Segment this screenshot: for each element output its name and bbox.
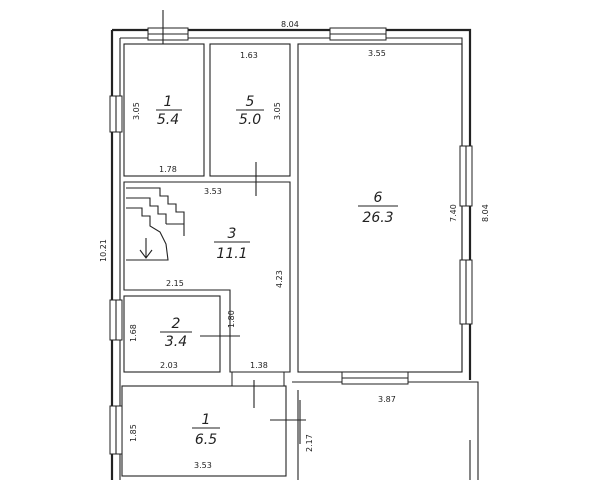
room-5-number: 5 — [246, 94, 255, 110]
dim-room3-bottom: 2.15 — [166, 279, 184, 288]
dim-door-width: 1.38 — [250, 361, 268, 370]
dim-overall-width: 8.04 — [281, 20, 299, 29]
room-3-area: 11.1 — [216, 246, 247, 262]
dim-room2-width: 2.03 — [160, 361, 178, 370]
room-4-number: 1 — [164, 94, 173, 110]
staircase — [126, 187, 185, 261]
room-6-number: 6 — [374, 190, 383, 206]
room-2-number: 2 — [172, 316, 181, 332]
door-room2-room1 — [231, 371, 285, 387]
dim-room4-width: 1.78 — [159, 165, 177, 174]
room-6-area: 26.3 — [362, 210, 393, 226]
dim-room3-top: 3.53 — [204, 187, 222, 196]
door-marks — [162, 10, 306, 444]
dim-room4-height: 3.05 — [132, 102, 141, 120]
room-6-outline — [297, 43, 463, 373]
room-4-outline — [123, 43, 205, 177]
dim-room6-bottom: 3.87 — [378, 395, 396, 404]
room-5-area: 5.0 — [239, 112, 261, 128]
dim-room1-width: 3.53 — [194, 461, 212, 470]
dim-room3-height: 4.23 — [275, 270, 284, 288]
room-3-outline — [123, 181, 291, 373]
dim-room5-width: 1.63 — [240, 51, 258, 60]
outer-wall-top — [112, 28, 472, 80]
room-3-number: 3 — [228, 226, 237, 242]
dim-overall-height: 10.21 — [99, 239, 108, 262]
dim-room6-width: 3.55 — [368, 49, 386, 58]
room-1-area: 6.5 — [195, 432, 217, 448]
room-2-area: 3.4 — [165, 334, 187, 350]
room-2-outline — [123, 295, 221, 373]
room-1-number: 1 — [202, 412, 211, 428]
dim-porch-height: 2.17 — [305, 434, 314, 452]
dim-room2-height: 1.68 — [129, 324, 138, 342]
room-5-outline — [209, 43, 291, 177]
dim-room5-height: 3.05 — [273, 102, 282, 120]
dim-room6-height: 7.40 — [449, 204, 458, 222]
dim-right-height: 8.04 — [481, 204, 490, 222]
dim-room2-side: 1.80 — [227, 310, 236, 328]
room-4-area: 5.4 — [157, 112, 179, 128]
dim-room1-height: 1.85 — [129, 424, 138, 442]
